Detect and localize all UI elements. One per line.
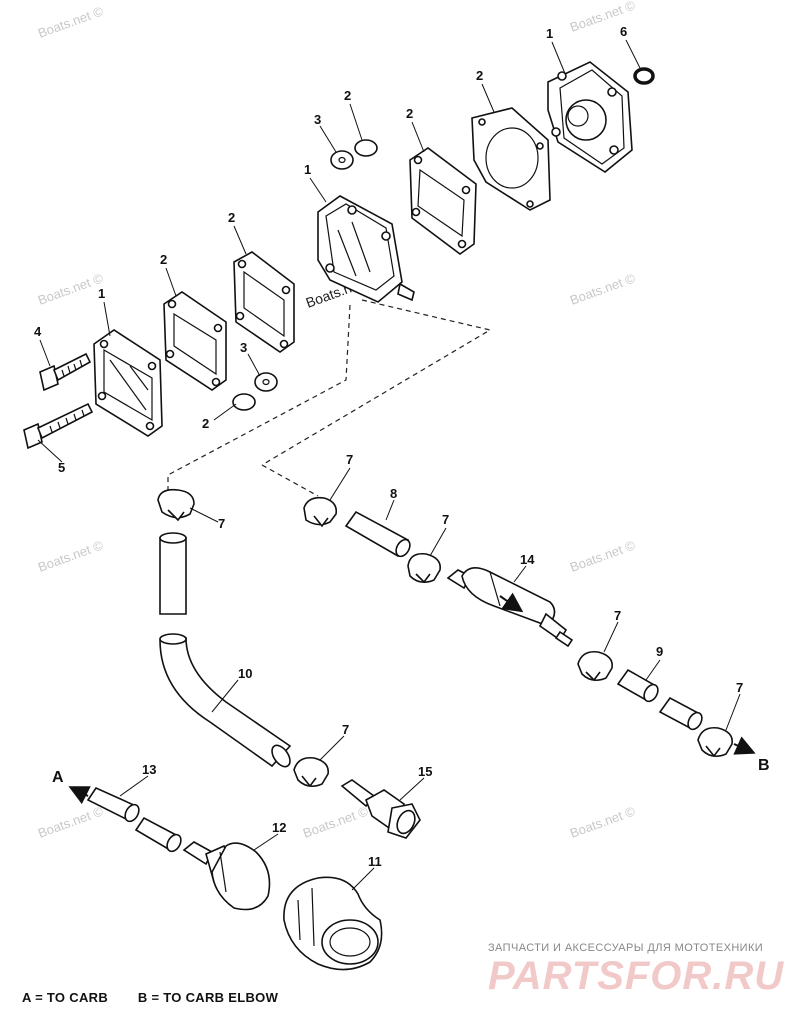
callout-2: 2 — [476, 68, 483, 83]
callout-2: 2 — [344, 88, 351, 103]
part-12-filter-bulb — [182, 841, 271, 911]
branding-logo: PARTSFOR.RU — [488, 954, 785, 998]
watermark: Boats.net © — [568, 270, 638, 308]
legend-b: B = TO CARB ELBOW — [137, 990, 279, 1005]
callout-14: 14 — [520, 552, 535, 567]
leader-lines — [37, 39, 741, 891]
callout-6: 6 — [620, 24, 627, 39]
callout-7: 7 — [736, 680, 743, 695]
legend-a: A = TO CARB — [22, 990, 109, 1005]
part-10-fuel-hose — [159, 633, 292, 768]
branding-tagline: ЗАПЧАСТИ И АКСЕССУАРЫ ДЛЯ МОТОТЕХНИКИ — [488, 942, 764, 954]
callout-1: 1 — [98, 286, 105, 301]
direction-marker-b: B — [758, 757, 770, 774]
part-11-filter-housing — [283, 876, 383, 971]
part-9-hose — [616, 668, 659, 703]
callout-numbers: 1 6 2 2 3 2 1 2 2 1 4 3 2 5 7 8 7 14 7 9… — [34, 24, 743, 869]
part-2-gasket — [163, 291, 227, 391]
callout-7: 7 — [614, 608, 621, 623]
watermark: Boats.net © — [36, 3, 106, 41]
callout-9: 9 — [656, 644, 663, 659]
part-hose-straight — [159, 532, 187, 615]
callout-2: 2 — [228, 210, 235, 225]
callout-8: 8 — [390, 486, 397, 501]
callout-10: 10 — [238, 666, 252, 681]
part-15-fitting — [340, 779, 421, 839]
callout-2: 2 — [160, 252, 167, 267]
callout-12: 12 — [272, 820, 286, 835]
watermark: Boats.net © — [568, 803, 638, 841]
callout-13: 13 — [142, 762, 156, 777]
callout-7: 7 — [346, 452, 353, 467]
callout-7: 7 — [218, 516, 225, 531]
watermark: Boats.net © — [36, 803, 106, 841]
legend: A = TO CARB B = TO CARB ELBOW — [22, 990, 278, 1005]
callout-2: 2 — [202, 416, 209, 431]
part-1-pump-cover — [547, 61, 633, 173]
part-2-gasket — [233, 251, 295, 353]
part-5-screw — [23, 402, 94, 450]
watermark: Boats.net © — [36, 270, 106, 308]
callout-3: 3 — [314, 112, 321, 127]
callout-4: 4 — [34, 324, 42, 339]
callout-7: 7 — [342, 722, 349, 737]
watermark: Boats.net © — [301, 803, 371, 841]
part-3-washer — [330, 150, 354, 170]
part-7-clamp — [407, 552, 442, 584]
part-2-valve-disc — [354, 139, 378, 157]
part-1-pump-cover — [93, 329, 163, 437]
callout-5: 5 — [58, 460, 65, 475]
part-7-clamp — [157, 488, 195, 522]
part-2-gasket — [471, 107, 551, 211]
callout-3: 3 — [240, 340, 247, 355]
part-1-pump-body — [317, 195, 415, 303]
assembly-lines — [167, 299, 492, 497]
callout-1: 1 — [546, 26, 553, 41]
part-7-clamp — [577, 650, 614, 682]
watermark: Boats.net © — [36, 537, 106, 575]
part-7-clamp — [697, 726, 734, 758]
watermark: Boats.net © — [568, 537, 638, 575]
part-7-clamp — [303, 496, 338, 528]
part-14-fuel-filter — [446, 567, 574, 648]
part-2-valve-disc — [232, 393, 256, 411]
part-13-hose — [86, 786, 140, 823]
direction-marker-a: A — [52, 769, 64, 786]
part-6-o-ring — [633, 67, 655, 85]
direction-arrows: A B — [52, 736, 770, 805]
part-8-hose — [344, 510, 411, 558]
callout-2: 2 — [406, 106, 413, 121]
callout-11: 11 — [368, 854, 382, 869]
part-3-washer — [254, 372, 278, 392]
part-9-hose-b — [658, 696, 703, 731]
part-13-hose-b — [134, 816, 182, 853]
part-4-screw — [39, 352, 92, 392]
callout-15: 15 — [418, 764, 432, 779]
callout-1: 1 — [304, 162, 311, 177]
callout-7: 7 — [442, 512, 449, 527]
part-7-clamp — [293, 756, 330, 788]
part-2-diaphragm — [409, 147, 477, 255]
